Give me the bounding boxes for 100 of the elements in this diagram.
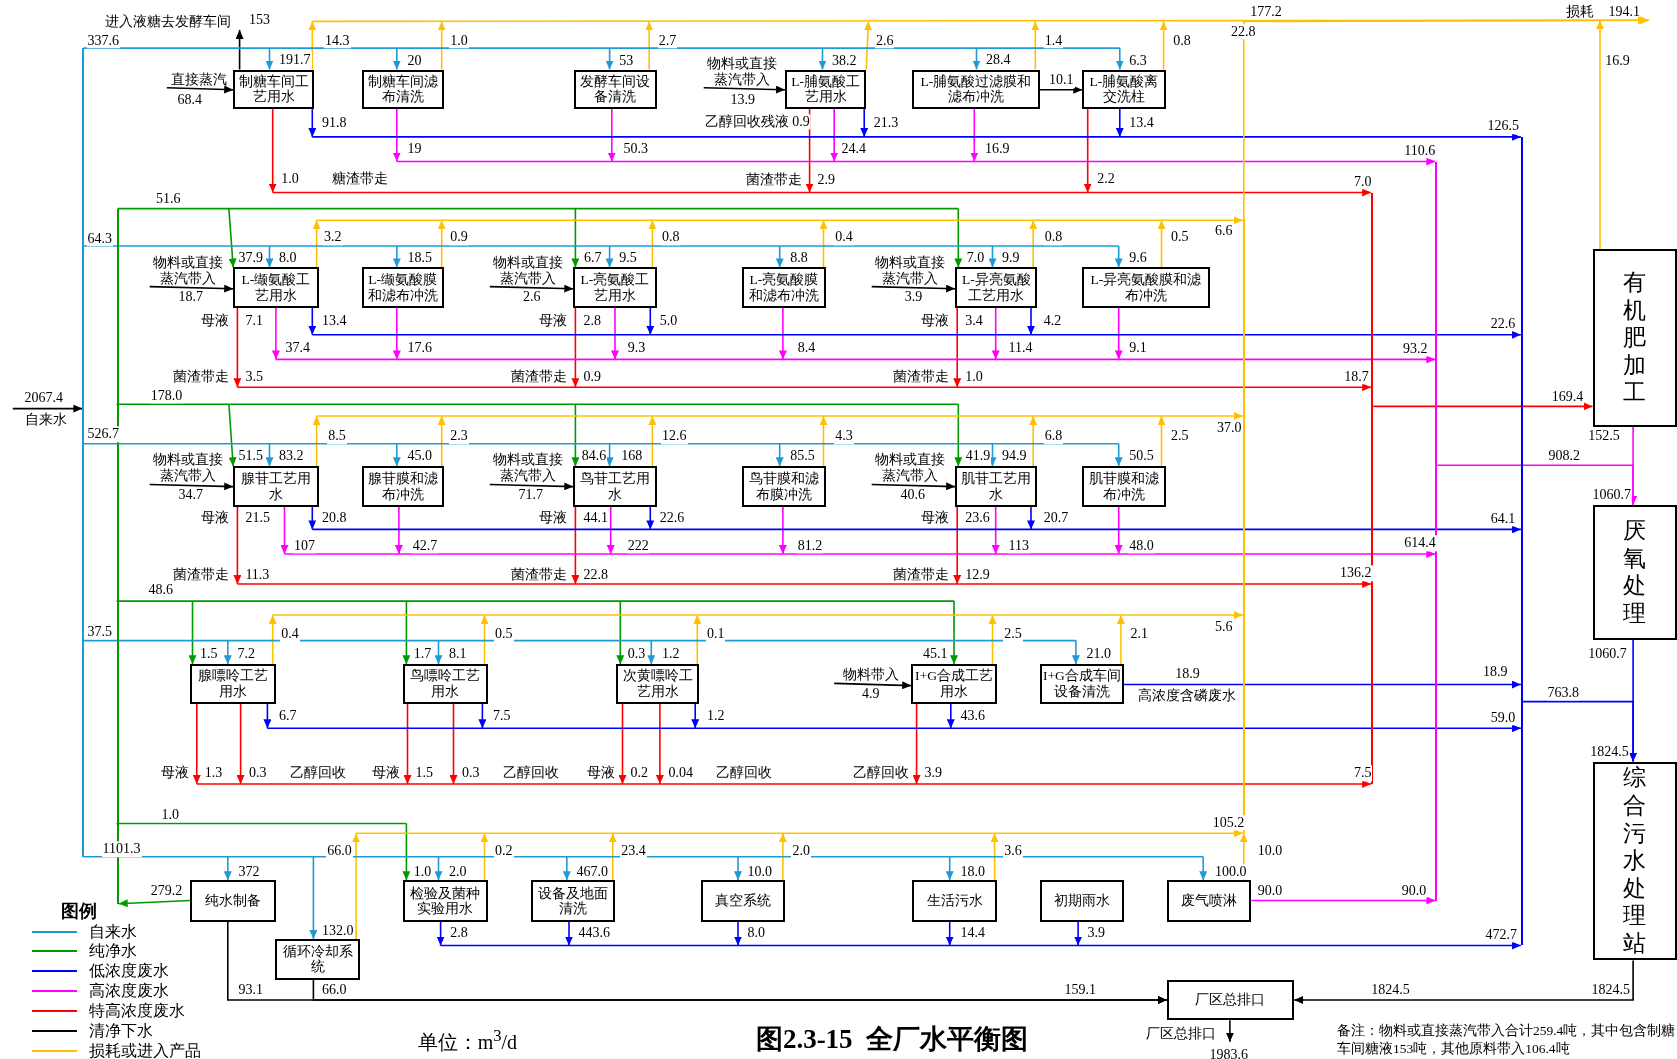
process-box: 制糖车间滤布清洗 — [361, 69, 444, 110]
flow-value: 136.2 — [1339, 565, 1373, 581]
flow-value: 菌渣带走 22.8 — [510, 567, 609, 584]
outlet-box: 厂区总排口 — [1166, 979, 1295, 1021]
flow-value: 41.9 — [964, 447, 992, 464]
flow-value: 6.8 — [1043, 428, 1064, 445]
flow-value: 菌渣带走 2.9 — [744, 172, 837, 188]
flow-arrow — [233, 307, 242, 388]
flow-arrow — [988, 245, 997, 269]
process-box: 设备及地面清洗 — [530, 880, 615, 922]
process-box: L-脯氨酸工艺用水 — [785, 69, 867, 110]
flow-arrow — [945, 855, 954, 881]
label-text: 乙醇回收残液 0.9 — [703, 114, 811, 130]
flow-value: 22.8 — [1229, 24, 1257, 40]
flow-value: 0.2 — [494, 843, 514, 859]
flow-value: 1.0 — [160, 807, 180, 823]
flow-arrow — [352, 832, 361, 940]
process-box: 纯水制备 — [190, 880, 276, 922]
flow-arrow — [236, 702, 245, 785]
treatment-box: 厌氧处理 — [1592, 504, 1677, 640]
process-box: 腺嘌呤工艺用水 — [190, 664, 276, 704]
process-box: 鸟苷膜和滤布膜冲洗 — [742, 466, 826, 507]
process-box: 循环冷却系统 — [274, 939, 361, 980]
flow-arrow — [1115, 47, 1124, 71]
flow-arrow — [235, 29, 244, 71]
flow-arrow — [646, 506, 655, 531]
flow-arrow — [312, 978, 1168, 1004]
process-box: 发酵车间设备清洗 — [574, 69, 657, 110]
supply-pipe — [82, 48, 85, 857]
flow-arrow — [311, 330, 1522, 339]
flow-arrow — [480, 614, 489, 665]
flow-value: 7.5 — [1352, 765, 1373, 781]
flow-arrow — [148, 284, 234, 293]
label-text: 母液 21.5 — [200, 509, 271, 526]
label-text: 母液 3.4 — [920, 313, 984, 329]
flow-arrow — [394, 506, 403, 555]
flow-arrow — [1199, 855, 1208, 881]
flow-value: 84.6 — [580, 447, 608, 464]
flow-arrow — [972, 47, 981, 71]
process-box: L-脯氨酸过滤膜和滤布冲洗 — [912, 69, 1040, 110]
process-box: 生活污水 — [912, 880, 997, 922]
process-box: L-缬氨酸膜和滤布冲洗 — [361, 267, 444, 308]
footnote: 备注：物料或直接蒸汽带入合计259.4吨，其中包含制糖车间糖液153吨，其他原料带入106.4吨 — [1335, 1021, 1677, 1058]
treatment-box: 综合污水处理站 — [1592, 761, 1677, 961]
source-text: 自来水 — [12, 408, 80, 428]
flow-arrow — [870, 284, 956, 293]
flow-arrow — [192, 702, 201, 785]
flow-arrow — [1250, 896, 1437, 905]
process-box: I+G合成工艺用水 — [911, 664, 997, 704]
flow-arrow — [571, 506, 580, 585]
flow-arrow — [1293, 959, 1634, 1004]
flow-arrow — [315, 412, 1244, 420]
flow-arrow — [571, 207, 580, 269]
flow-arrow — [991, 506, 1000, 555]
flow-arrow — [990, 832, 999, 881]
flow-arrow — [308, 307, 317, 336]
flow-arrow — [607, 108, 616, 163]
flow-arrow — [571, 307, 580, 388]
flow-arrow — [1071, 639, 1080, 665]
flow-arrow — [1522, 700, 1638, 763]
flow-value: 126.5 — [1486, 118, 1521, 134]
flow-arrow — [1029, 415, 1038, 468]
process-box: L-脯氨酸离交洗柱 — [1082, 69, 1166, 110]
flow-arrow — [647, 639, 656, 665]
label-text: 母液 2.8 — [538, 313, 602, 329]
flow-arrow — [605, 443, 614, 468]
process-box: 肌苷膜和滤布冲洗 — [1082, 466, 1166, 507]
flow-value: 菌渣带走 12.9 — [892, 567, 991, 584]
flow-arrow — [311, 16, 1650, 25]
treatment-box: 有机肥加工 — [1592, 249, 1677, 427]
flow-arrow — [870, 482, 956, 491]
flow-value: 105.2 — [1211, 814, 1246, 831]
flow-arrow — [953, 307, 962, 388]
flow-value: 2.5 — [1003, 626, 1023, 642]
flow-arrow — [618, 702, 627, 785]
flow-arrow — [266, 724, 1522, 733]
flow-arrow — [268, 614, 277, 665]
source-text: 物料或直接蒸汽带入 — [489, 448, 567, 485]
flow-arrow — [437, 20, 446, 71]
process-box: 腺苷膜和滤布冲洗 — [361, 466, 444, 507]
flow-value: 59.0 — [1489, 709, 1517, 726]
flow-arrow — [693, 614, 702, 665]
flow-arrow — [1031, 20, 1040, 71]
process-box: I+G合成车间设备清洗 — [1039, 664, 1125, 704]
flow-arrow — [611, 307, 619, 361]
flow-arrow — [308, 506, 317, 531]
flow-value: 37.5 — [86, 624, 114, 640]
source-text: 物料或直接蒸汽带入 — [871, 448, 949, 485]
flow-value: 2.6 — [874, 32, 895, 49]
flow-arrow — [449, 702, 458, 785]
source-text: 物料或直接蒸汽带入 — [149, 250, 227, 287]
flow-arrow — [12, 404, 84, 413]
legend-label: 高浓度废水 — [87, 982, 170, 1000]
flow-value: 8.5 — [327, 428, 347, 445]
flow-arrow — [478, 702, 487, 730]
flow-arrow — [1436, 464, 1638, 506]
flow-arrow — [616, 600, 625, 665]
collector-pipe — [1371, 192, 1374, 784]
source-text: 直接蒸汽 — [166, 70, 231, 88]
flow-arrow — [775, 443, 784, 468]
